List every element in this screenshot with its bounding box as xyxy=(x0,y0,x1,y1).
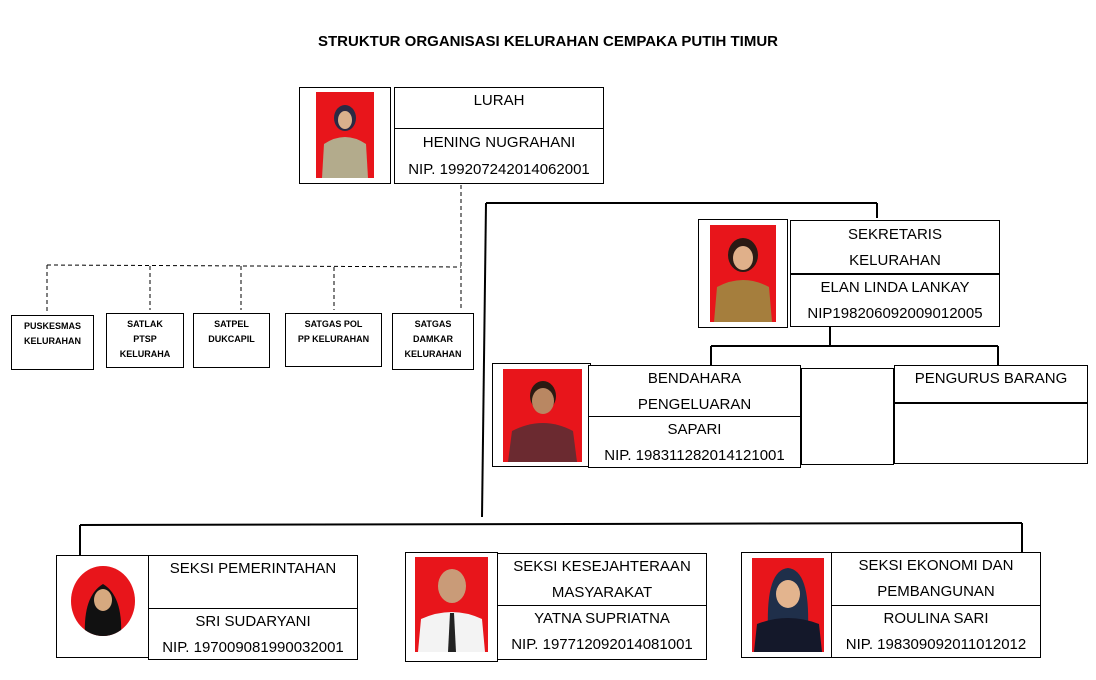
lurah-position: LURAH xyxy=(473,92,525,109)
seksi-kesejahteraan-position-box: SEKSI KESEJAHTERAAN MASYARAKAT xyxy=(497,553,707,606)
sekretaris-photo-frame xyxy=(698,219,788,328)
seksi-ekonomi-position-box: SEKSI EKONOMI DAN PEMBANGUNAN xyxy=(831,552,1041,606)
pengurus-barang-photo-frame xyxy=(801,368,894,465)
seksi-ekonomi-name: ROULINA SARI xyxy=(883,610,989,627)
seksi-pemerintahan-name: SRI SUDARYANI xyxy=(195,613,311,630)
seksi-kesejahteraan-position-line1: SEKSI KESEJAHTERAAN xyxy=(513,558,691,575)
unit-satgas-pol-line2: PP KELURAHAN xyxy=(297,334,370,344)
lurah-name-box: HENING NUGRAHANI NIP. 199207242014062001 xyxy=(394,128,604,184)
sekretaris-name: ELAN LINDA LANKAY xyxy=(820,279,970,296)
bendahara-name: SAPARI xyxy=(667,421,722,438)
sekretaris-position-box: SEKRETARIS KELURAHAN xyxy=(790,220,1000,274)
seksi-pemerintahan-nip: NIP. 197009081990032001 xyxy=(162,639,344,656)
seksi-pemerintahan-position-box: SEKSI PEMERINTAHAN xyxy=(148,555,358,609)
seksi-pemerintahan-position: SEKSI PEMERINTAHAN xyxy=(169,560,337,577)
seksi-pemerintahan-name-box: SRI SUDARYANI NIP. 197009081990032001 xyxy=(148,608,358,660)
seksi-ekonomi-position-line2: PEMBANGUNAN xyxy=(877,583,995,600)
unit-satgas-damkar-line1: SATGAS xyxy=(414,319,452,329)
unit-satgas-damkar-line3: KELURAHAN xyxy=(404,349,462,359)
seksi-kesejahteraan-position-line2: MASYARAKAT xyxy=(551,584,653,601)
lurah-photo xyxy=(316,92,374,178)
unit-satgas-damkar-line2: DAMKAR xyxy=(413,334,453,344)
unit-satgas-damkar: SATGAS DAMKAR KELURAHAN xyxy=(392,313,474,370)
unit-puskesmas-line2: KELURAHAN xyxy=(24,336,81,346)
sekretaris-position-line2: KELURAHAN xyxy=(849,252,941,269)
unit-satlak-line3: KELURAHA xyxy=(119,349,171,359)
sekretaris-photo xyxy=(710,225,776,322)
seksi-pemerintahan-photo-frame xyxy=(56,555,149,658)
pengurus-barang-name-box xyxy=(894,403,1088,464)
unit-satpel-dukcapil: SATPEL DUKCAPIL xyxy=(193,313,270,368)
unit-satlak-line1: SATLAK xyxy=(127,319,163,329)
seksi-pemerintahan-photo xyxy=(71,566,135,636)
unit-satgas-pol-line1: SATGAS POL xyxy=(304,319,363,329)
unit-satlak-line2: PTSP xyxy=(133,334,157,344)
seksi-ekonomi-name-box: ROULINA SARI NIP. 198309092011012012 xyxy=(831,605,1041,658)
bendahara-nip: NIP. 198311282014121001 xyxy=(604,447,785,464)
seksi-ekonomi-position-line1: SEKSI EKONOMI DAN xyxy=(858,557,1014,574)
lurah-position-box: LURAH xyxy=(394,87,604,129)
unit-puskesmas-line1: PUSKESMAS xyxy=(23,321,81,331)
seksi-ekonomi-nip: NIP. 198309092011012012 xyxy=(845,636,1027,653)
seksi-ekonomi-photo-frame xyxy=(741,552,833,658)
lurah-name: HENING NUGRAHANI xyxy=(422,134,576,151)
bendahara-name-box: SAPARI NIP. 198311282014121001 xyxy=(588,416,801,468)
lurah-nip: NIP. 199207242014062001 xyxy=(408,161,590,178)
seksi-kesejahteraan-photo-frame xyxy=(405,552,498,662)
bendahara-photo xyxy=(503,369,582,462)
lurah-photo-frame xyxy=(299,87,391,184)
seksi-kesejahteraan-photo xyxy=(415,557,488,652)
sekretaris-nip: NIP198206092009012005 xyxy=(807,305,983,322)
unit-satpel-line2: DUKCAPIL xyxy=(208,334,255,344)
seksi-ekonomi-photo xyxy=(752,558,824,652)
sekretaris-position-line1: SEKRETARIS xyxy=(848,226,942,243)
seksi-kesejahteraan-name: YATNA SUPRIATNA xyxy=(534,610,670,627)
unit-puskesmas: PUSKESMAS KELURAHAN xyxy=(11,315,94,370)
bendahara-position-line1: BENDAHARA xyxy=(647,370,742,387)
unit-satlak-ptsp: SATLAK PTSP KELURAHA xyxy=(106,313,184,368)
bendahara-photo-frame xyxy=(492,363,591,467)
sekretaris-name-box: ELAN LINDA LANKAY NIP198206092009012005 xyxy=(790,274,1000,327)
bendahara-position-box: BENDAHARA PENGELUARAN xyxy=(588,365,801,417)
bendahara-position-line2: PENGELUARAN xyxy=(637,396,752,413)
seksi-kesejahteraan-nip: NIP. 197712092014081001 xyxy=(511,636,693,653)
pengurus-barang-position: PENGURUS BARANG xyxy=(914,370,1068,387)
chart-title: STRUKTUR ORGANISASI KELURAHAN CEMPAKA PU… xyxy=(318,33,778,50)
unit-satpel-line1: SATPEL xyxy=(214,319,249,329)
unit-satgas-pol-pp: SATGAS POL PP KELURAHAN xyxy=(285,313,382,367)
pengurus-barang-position-box: PENGURUS BARANG xyxy=(894,365,1088,403)
seksi-kesejahteraan-name-box: YATNA SUPRIATNA NIP. 197712092014081001 xyxy=(497,605,707,660)
